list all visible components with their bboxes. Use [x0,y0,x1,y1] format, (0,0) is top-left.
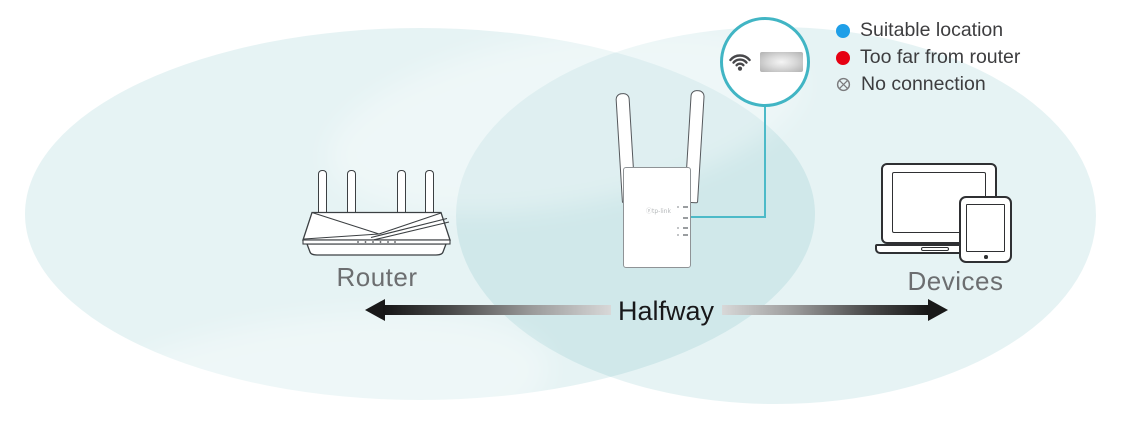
laptop-trackpad [921,247,949,251]
extender-led [683,233,688,236]
devices-label: Devices [907,266,1004,296]
tplink-logo-text: tp-link [652,208,671,215]
legend-label: No connection [861,72,986,95]
legend-item-too-far: Too far from router [836,46,1021,69]
router-label: Router [336,262,418,292]
extender-led [683,226,688,229]
router-body-illustration [302,211,451,256]
extender-led-tick [677,233,679,236]
extender-signal-led [683,216,688,219]
arrow-left-head [365,299,385,321]
arrow-left-bar [383,305,611,315]
router-antenna [397,170,406,216]
crossed-circle-icon [836,77,851,92]
legend-item-suitable-location: Suitable location [836,19,1004,42]
router-antenna [347,170,356,216]
red-dot-icon [836,51,850,65]
wifi-icon [728,54,751,71]
extender-led [683,206,688,208]
tablet-screen [966,204,1005,252]
tplink-circle-p-icon: ⓟ [646,208,653,215]
halfway-label: Halfway [617,296,715,326]
extender-body: ⓟtp-link [623,167,691,268]
arrow-right-head [928,299,948,321]
legend-label: Too far from router [860,46,1021,69]
callout-connector-line [764,106,766,217]
arrow-right-bar [722,305,930,315]
router-led-row [357,241,396,243]
signal-led-window [759,52,803,72]
router-antenna [318,170,327,216]
blue-dot-icon [836,24,850,38]
legend-label: Suitable location [860,19,1004,42]
tablet-home-button [984,255,988,259]
extender-led-tick [677,226,679,229]
tplink-logo: ⓟtp-link [646,209,671,215]
extender-led-tick [677,206,679,208]
signal-led-callout [720,17,810,107]
legend-item-no-connection: No connection [836,72,986,95]
callout-connector-line [688,216,766,218]
router-antenna [425,170,434,216]
